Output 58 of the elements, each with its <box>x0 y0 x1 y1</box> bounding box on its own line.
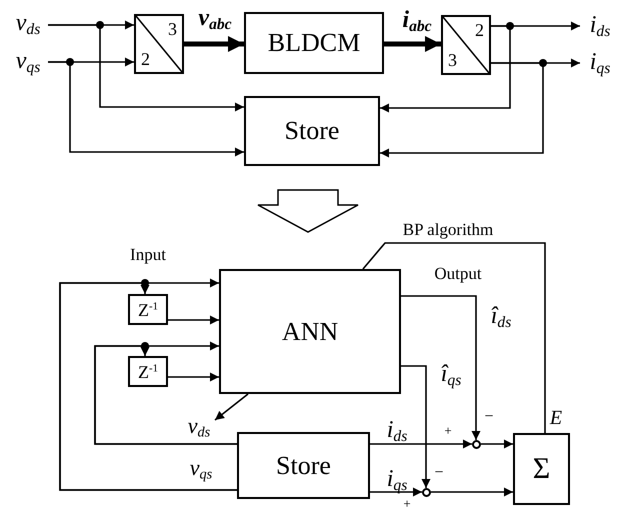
block-label: v$_{qs}$ <box>16 48 40 76</box>
summing-junction <box>472 440 481 449</box>
sign-label: + <box>444 424 452 437</box>
block-label: Σ <box>532 454 550 484</box>
edge-label: î$_{qs}$ <box>440 362 462 388</box>
block-label: Z$^{-1}$ <box>138 300 158 318</box>
summing-junction <box>422 488 431 497</box>
summation-block <box>513 433 570 505</box>
arrow <box>48 61 244 156</box>
sign-label: + <box>403 497 411 510</box>
ratio-label: 3 <box>168 20 177 38</box>
delay-block <box>128 294 168 325</box>
edge-label: i$_{abc}$ <box>402 8 432 34</box>
store-block <box>237 432 370 499</box>
block-label: v$_{ds}$ <box>16 10 40 38</box>
edge-label: v$_{abc}$ <box>198 6 232 32</box>
block-label: i$_{qs}$ <box>590 50 610 76</box>
section-label: Input <box>130 246 166 263</box>
block-label: Store <box>276 452 331 478</box>
motor-block <box>244 12 384 74</box>
block-label: i$_{ds}$ <box>590 12 610 40</box>
arrow <box>401 295 480 440</box>
ratio-label: 2 <box>475 21 484 39</box>
arrow <box>380 62 544 158</box>
thick-arrow <box>384 36 441 52</box>
section-label: Output <box>434 265 482 282</box>
converter-block <box>441 15 491 75</box>
block-label: ANN <box>282 318 338 344</box>
block-label: Store <box>284 118 340 144</box>
ratio-label: 2 <box>141 50 150 68</box>
arrow <box>370 440 472 448</box>
store-block <box>244 96 380 166</box>
delay-block <box>128 356 168 387</box>
arrow <box>48 24 244 112</box>
connector-line <box>362 242 546 433</box>
arrow <box>380 25 511 112</box>
converter-block <box>134 14 184 74</box>
edge-label: i$_{ds}$ <box>386 418 408 444</box>
sign-label: − <box>484 409 494 425</box>
arrow <box>481 440 513 448</box>
arrow <box>401 365 430 488</box>
thick-arrow <box>184 36 244 52</box>
block-label: v$_{ds}$ <box>188 414 210 440</box>
sign-label: − <box>434 465 444 481</box>
block-label: Z$^{-1}$ <box>138 362 158 380</box>
network-block <box>219 269 401 394</box>
arrow <box>214 393 248 421</box>
arrow <box>168 316 219 324</box>
ratio-label: 3 <box>448 51 457 69</box>
edge-label: v$_{qs}$ <box>190 457 212 482</box>
edge-label: î$_{ds}$ <box>490 304 512 330</box>
arrow <box>168 372 219 382</box>
arrow <box>431 488 513 496</box>
block-label: BLDCM <box>268 30 360 56</box>
arrow <box>370 488 422 496</box>
signal-label: E <box>550 408 562 428</box>
edge-label: i$_{qs}$ <box>386 467 408 494</box>
edge-label: BP algorithm <box>402 221 494 238</box>
